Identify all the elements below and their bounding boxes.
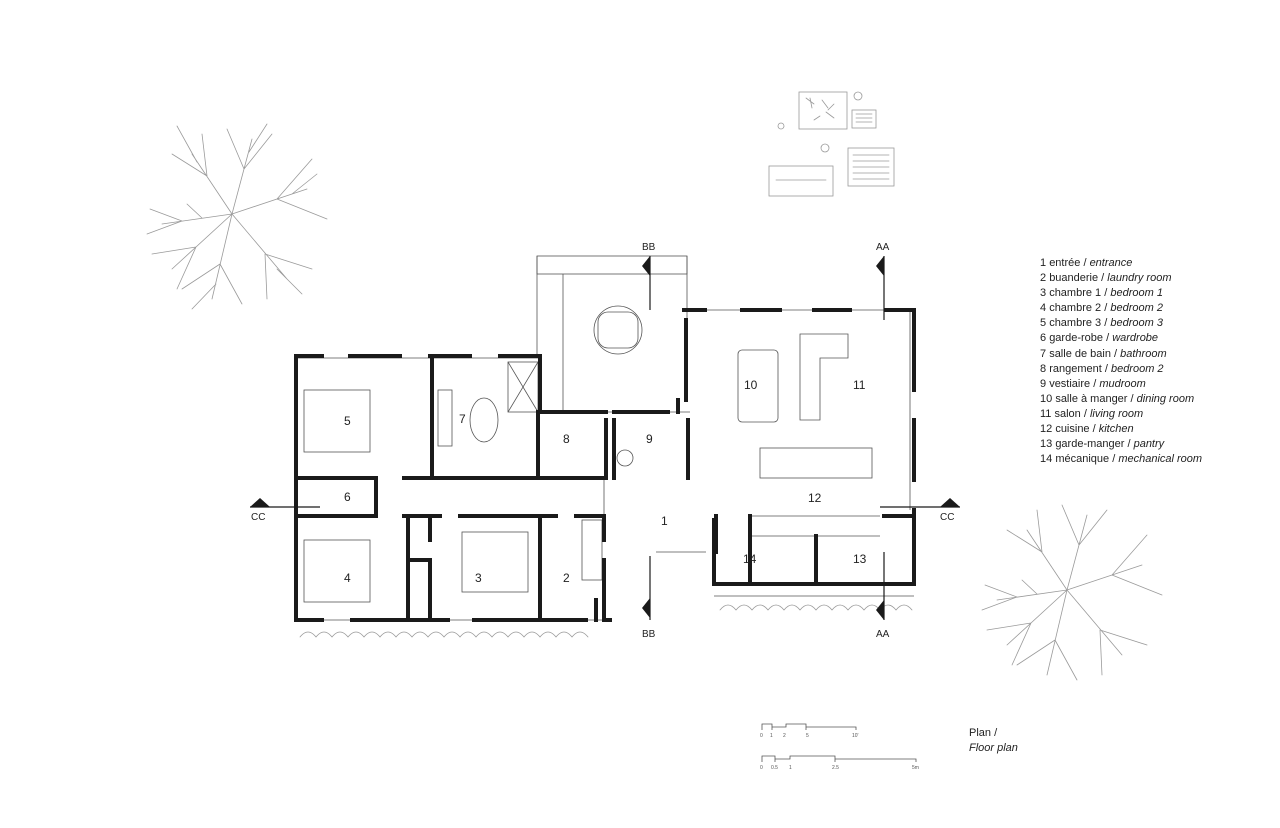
legend-item-13: 13 garde-manger / pantry [1040, 438, 1165, 451]
legend-item-6: 6 garde-robe / wardrobe [1040, 332, 1159, 345]
section-label-bb-bottom: BB [642, 629, 656, 640]
scale-metric-2: 1 [789, 765, 792, 771]
section-bb-top [642, 256, 651, 310]
legend-item-3: 3 chambre 1 / bedroom 1 [1040, 287, 1163, 300]
plan-title: Plan / Floor plan [969, 726, 1018, 756]
legend-item-10: 10 salle à manger / dining room [1040, 392, 1195, 405]
room-number-10: 10 [744, 378, 758, 392]
room-number-12: 12 [808, 491, 822, 505]
scale-bar-metric: 0 0.5 1 2.5 5m [760, 755, 919, 771]
legend-item-12: 12 cuisine / kitchen [1040, 423, 1134, 436]
plan-title-en: Floor plan [969, 742, 1018, 754]
legend-item-2: 2 buanderie / laundry room [1040, 272, 1172, 285]
plan-fine-lines [296, 255, 914, 621]
scale-bar-imperial: 0 1 2 5 10' [760, 723, 859, 739]
tree-left-icon [146, 123, 328, 310]
room-number-2: 2 [563, 571, 570, 585]
scale-imperial-2: 2 [783, 733, 786, 739]
scale-imperial-0: 0 [760, 733, 763, 739]
scale-imperial-1: 1 [770, 733, 773, 739]
tree-right-icon [981, 504, 1163, 681]
plan-walls [294, 308, 916, 622]
garden-beds [768, 91, 895, 197]
plan-title-fr: Plan / [969, 727, 998, 739]
section-cc-left [250, 498, 320, 508]
room-number-13: 13 [853, 552, 867, 566]
room-number-8: 8 [563, 432, 570, 446]
section-cc-right [880, 498, 960, 508]
section-label-aa-bottom: AA [876, 629, 890, 640]
section-aa-bottom [876, 552, 885, 620]
room-number-14: 14 [743, 552, 757, 566]
room-number-11: 11 [853, 378, 866, 392]
legend-item-1: 1 entrée / entrance [1040, 257, 1133, 269]
section-bb-bottom [642, 556, 651, 620]
room-number-4: 4 [344, 571, 351, 585]
room-number-9: 9 [646, 432, 653, 446]
legend-item-4: 4 chambre 2 / bedroom 2 [1040, 302, 1163, 315]
room-number-7: 7 [459, 412, 466, 426]
section-label-cc-right: CC [940, 512, 954, 523]
section-label-cc-left: CC [251, 512, 265, 523]
room-number-1: 1 [661, 514, 668, 528]
room-numbers: 1 2 3 4 5 6 7 8 9 10 11 12 13 14 [344, 378, 867, 585]
scale-metric-4: 5m [912, 765, 919, 771]
section-label-aa-top: AA [876, 242, 890, 253]
scale-metric-1: 0.5 [771, 765, 778, 771]
legend-item-8: 8 rangement / bedroom 2 [1040, 362, 1164, 375]
scale-metric-3: 2.5 [832, 765, 839, 771]
legend-item-11: 11 salon / living room [1040, 407, 1144, 420]
room-number-6: 6 [344, 490, 351, 504]
scale-imperial-3: 5 [806, 733, 809, 739]
scale-metric-0: 0 [760, 765, 763, 771]
legend-item-7: 7 salle de bain / bathroom [1040, 347, 1167, 360]
legend-item-14: 14 mécanique / mechanical room [1040, 453, 1203, 466]
section-aa-top [876, 256, 885, 320]
scale-imperial-4: 10' [852, 733, 859, 739]
legend-item-5: 5 chambre 3 / bedroom 3 [1040, 317, 1163, 330]
section-markers: BB BB AA AA CC CC [250, 242, 960, 640]
section-label-bb-top: BB [642, 242, 656, 253]
room-number-3: 3 [475, 571, 482, 585]
room-number-5: 5 [344, 414, 351, 428]
legend-item-9: 9 vestiaire / mudroom [1040, 377, 1146, 390]
room-legend: 1 entrée / entrance 2 buanderie / laundr… [1040, 256, 1202, 467]
